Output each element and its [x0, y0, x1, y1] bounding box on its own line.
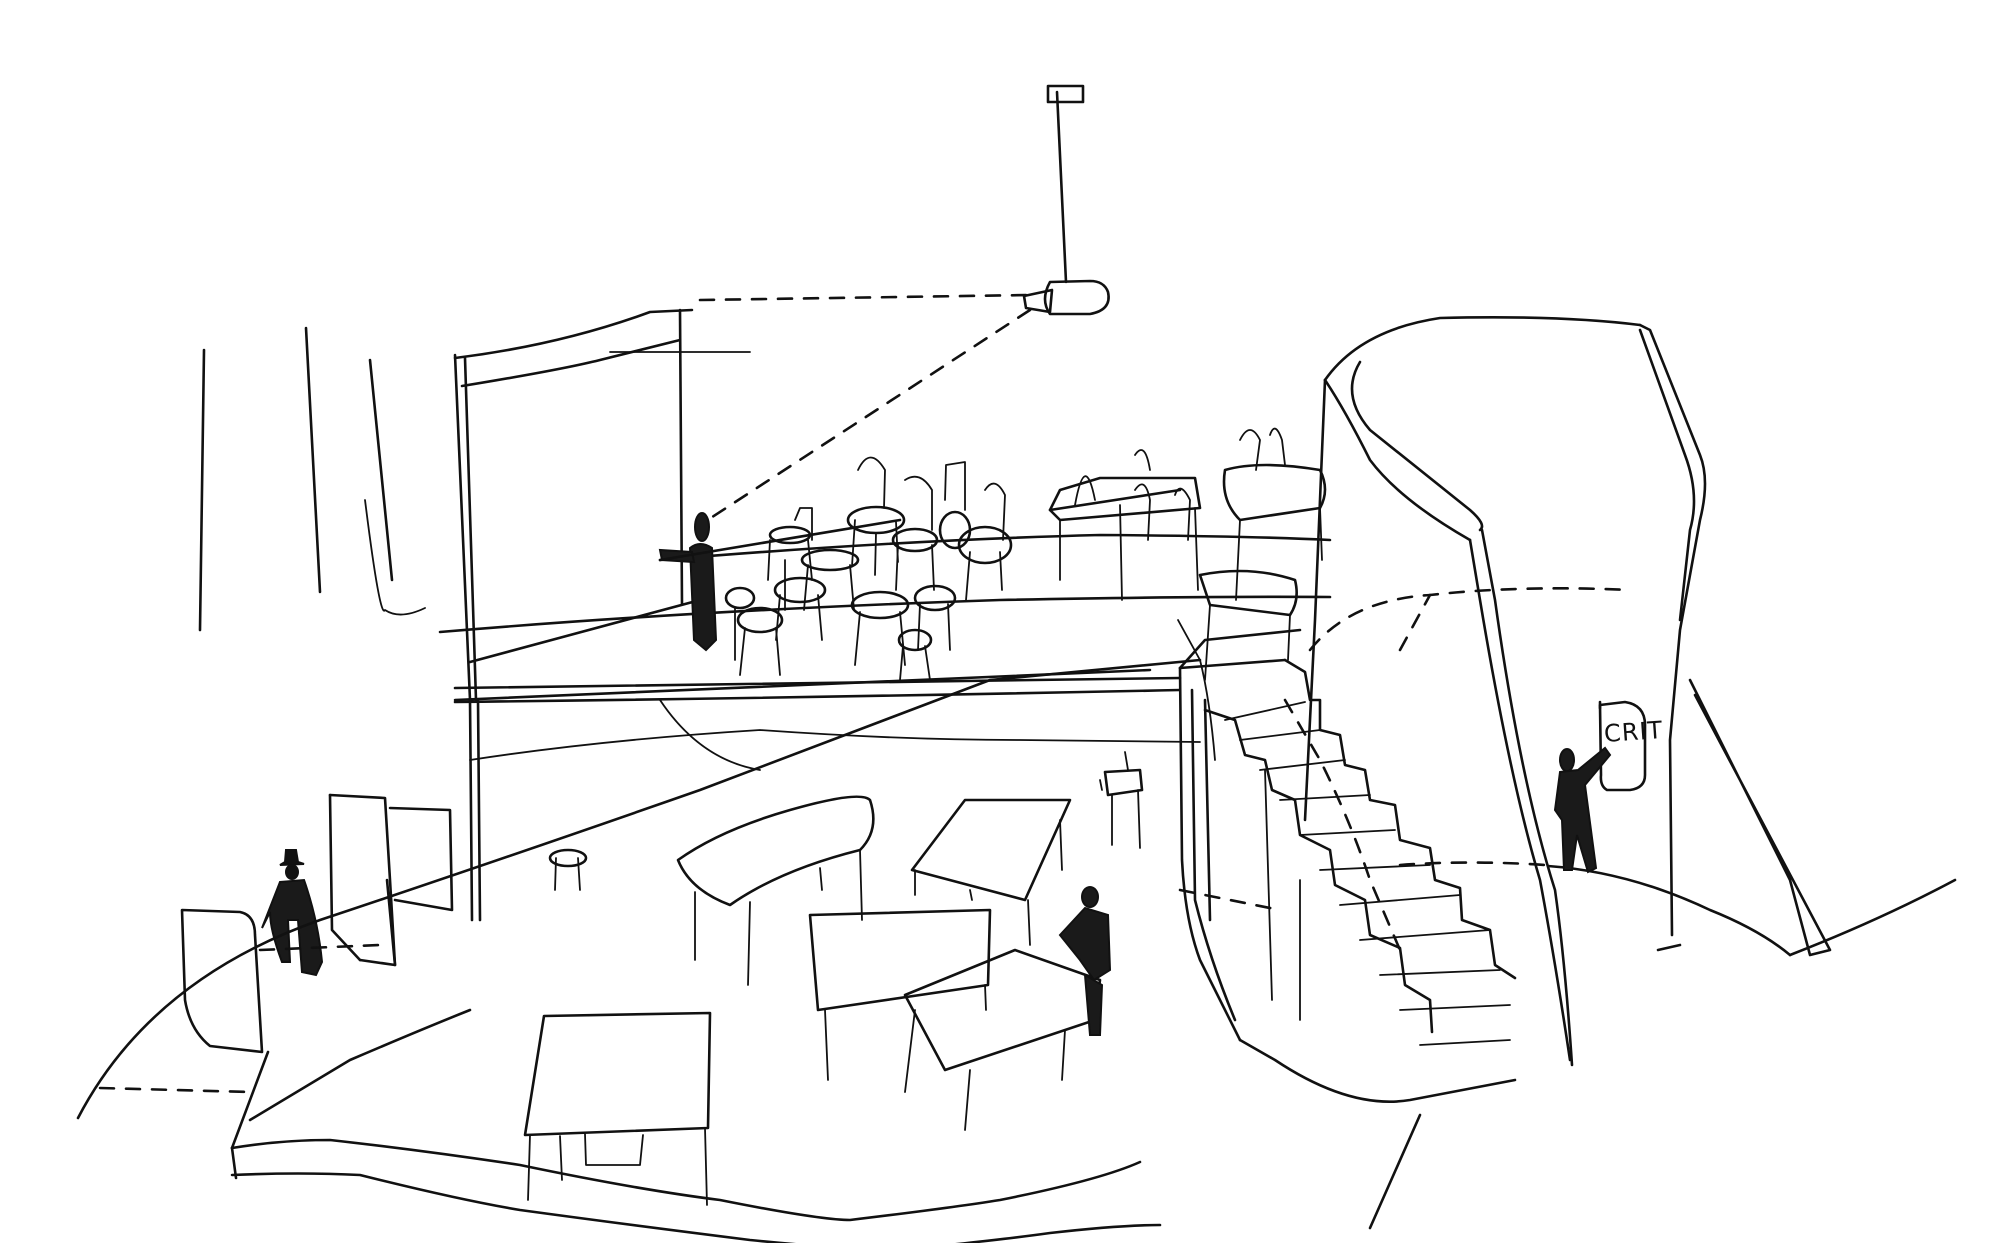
- projection-screen: [453, 308, 751, 702]
- misc-lines: [658, 518, 1432, 771]
- presenter-figure: [658, 512, 718, 652]
- side-desk: [1099, 751, 1144, 849]
- partition-panels: [180, 698, 482, 1054]
- projector-icon: [698, 84, 1110, 527]
- spiral-stair: [1178, 658, 1517, 1103]
- crit-board: [1598, 700, 1647, 792]
- hat-figure: [261, 849, 324, 977]
- mezzanine-chairs: [724, 427, 1327, 681]
- left-columns: [198, 326, 426, 632]
- curved-wall: [1303, 316, 1957, 1067]
- crit-sign-text: CRIT: [1603, 715, 1665, 749]
- seated-figure: [1058, 886, 1112, 1036]
- pinning-figure: [1553, 746, 1612, 874]
- studio-tables: [523, 795, 1102, 1206]
- floor-edge: [76, 658, 1422, 1243]
